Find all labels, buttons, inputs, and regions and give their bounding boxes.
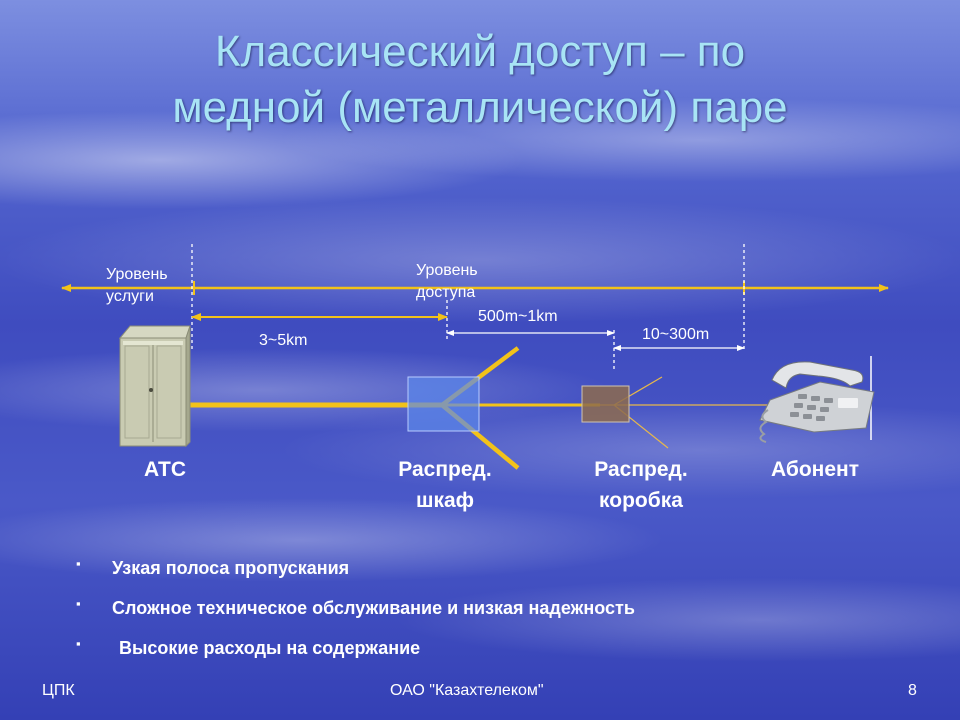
section-dividers: [191, 244, 745, 372]
distance-atc-cabinet: 3~5km: [259, 332, 308, 349]
telephone-icon: [759, 356, 875, 443]
node-subscriber-label: Абонент: [770, 458, 860, 481]
exchange-cabinet-icon: [118, 325, 191, 448]
title-line-2: медной (металлической) паре: [172, 83, 788, 132]
bullet-square-icon: ▪: [76, 636, 81, 651]
node-atc-label: АТС: [143, 458, 187, 481]
bullet-item: ▪ Высокие расходы на содержание: [76, 636, 421, 658]
distance-box-subscriber: 10~300m: [642, 326, 710, 343]
node-box-label: Распред. коробка: [594, 458, 688, 512]
access-level-label: Уровень доступа: [416, 262, 478, 301]
page-number: 8: [908, 682, 917, 699]
footer-center: ОАО "Казахтелеком": [390, 682, 544, 699]
title-line-1: Классический доступ – по: [214, 27, 746, 76]
distance-cabinet-box: 500m~1km: [478, 308, 558, 325]
bullet-item: ▪ Узкая полоса пропускания: [76, 556, 350, 578]
bullet-square-icon: ▪: [76, 596, 81, 611]
distribution-box: [581, 385, 630, 423]
footer-left: ЦПК: [42, 682, 75, 699]
distance-arrows: [191, 313, 745, 351]
node-cabinet-label: Распред. шкаф: [398, 458, 492, 512]
bullet-square-icon: ▪: [76, 556, 81, 571]
distribution-cabinet-box: [407, 376, 480, 432]
slide-title: Классический доступ – по медной (металли…: [0, 24, 960, 136]
service-level-label: Уровень услуги: [106, 266, 168, 305]
bullet-item: ▪ Сложное техническое обслуживание и низ…: [76, 596, 635, 618]
